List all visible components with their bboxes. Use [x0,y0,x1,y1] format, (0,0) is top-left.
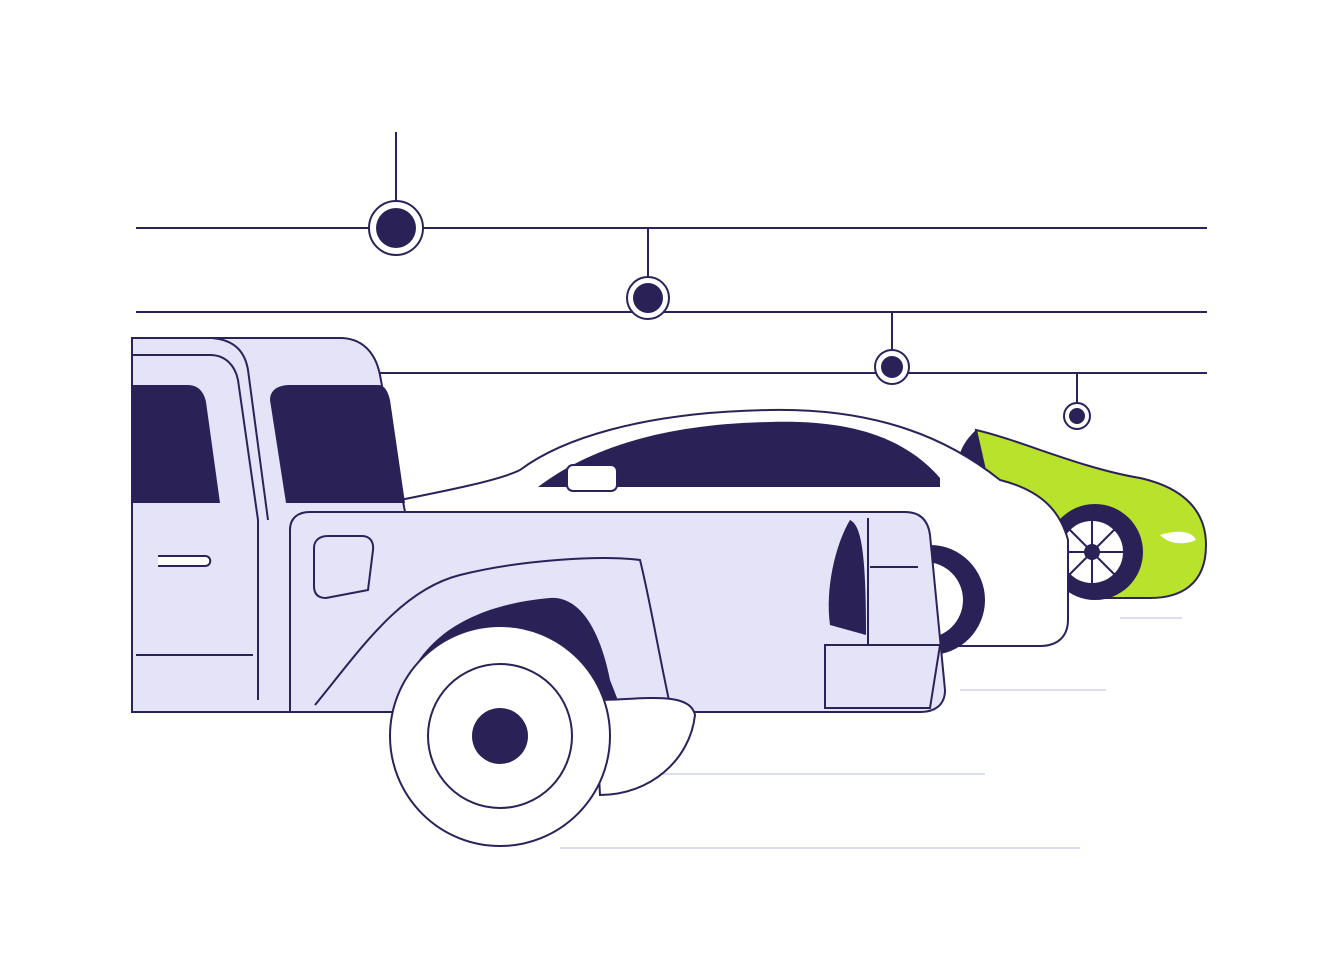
wheel-icon [593,697,697,797]
wheel-icon [1047,504,1143,600]
sports-car-icon [959,428,1208,600]
speed-lines [560,617,1182,849]
ceiling-light-icon [626,228,670,320]
ceiling-light-icon [368,132,424,256]
ceiling-light-icon [1063,373,1091,430]
pickup-truck-icon [131,337,947,847]
ceiling-rails [136,227,1207,374]
wheel-icon [389,625,611,847]
ceiling-light-icon [874,312,910,385]
